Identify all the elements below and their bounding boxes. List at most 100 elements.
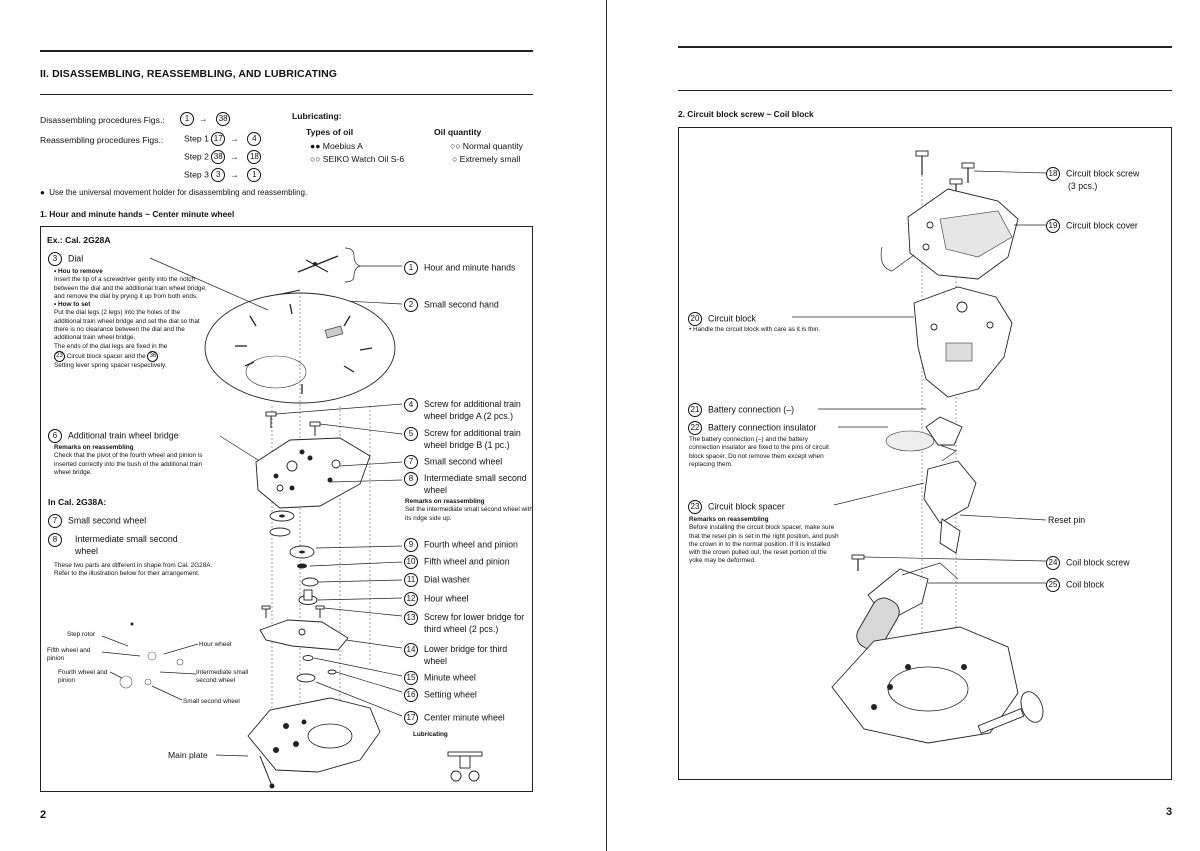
part-num: 4: [404, 398, 418, 412]
part-name: Circuit block screw: [1066, 168, 1140, 179]
bridge-drawing: [219, 435, 403, 509]
reassembling-step1: Step 1 17 → 4: [184, 132, 262, 146]
part-name: Minute wheel: [424, 672, 476, 683]
gutter-line: [606, 0, 607, 851]
qty-small: ○ Extremely small: [452, 153, 520, 165]
inset-sketch: [101, 622, 199, 701]
dial-drawing: [149, 257, 396, 404]
part-num: 11: [404, 573, 418, 587]
part-name: Dial washer: [424, 574, 470, 585]
part-num: 20: [688, 312, 702, 326]
lubricating-symbol: [447, 751, 483, 782]
circuit-spacer-drawing: [833, 460, 1047, 554]
label-dial-washer: 11 Dial washer: [404, 573, 470, 587]
label-2g38a-small-second: 7 Small second wheel: [48, 514, 146, 528]
part-num: 3: [48, 252, 62, 266]
part-name: Coil block screw: [1066, 557, 1130, 568]
part-name: Circuit block spacer: [708, 501, 785, 512]
part-num: 1: [404, 261, 418, 275]
exploded-diagram-right: [792, 150, 1047, 744]
main-plate-drawing: [215, 697, 381, 789]
qty-name: Extremely small: [459, 154, 521, 164]
qty-normal-icon: ○○: [450, 141, 461, 151]
p22-note: The battery connection (–) and the batte…: [689, 436, 829, 468]
disassembling-steps: 1 → 38: [180, 112, 231, 126]
part-num: 19: [1046, 219, 1060, 233]
inset-small-second: Small second wheel: [183, 698, 240, 705]
step-label: Step 2: [184, 151, 209, 162]
part-name: Center minute wheel: [424, 712, 505, 723]
p20-note: • Handle the circuit block with care as …: [689, 326, 821, 333]
step-num: 38: [211, 150, 226, 164]
note-text: Set the intermediate small second wheel …: [405, 506, 533, 522]
title-rule-right: [678, 90, 1172, 91]
label-reset-pin: Reset pin: [1048, 515, 1086, 525]
note-text: Insert the tip of a screwdriver gently i…: [54, 276, 207, 300]
page-number-left: 2: [40, 809, 47, 821]
part-num: 17: [404, 711, 418, 725]
part-num: 8: [48, 533, 62, 547]
part-num: 7: [48, 514, 62, 528]
figure-frame-right: [678, 127, 1172, 780]
oil-seiko: ○○ SEIKO Watch Oil S-6: [310, 153, 404, 165]
figure-frame-left: [40, 226, 533, 792]
circuit-screws-drawing: [915, 150, 1047, 201]
label-screw-lower-bridge-text: Screw for lower bridge for third wheel (…: [424, 612, 525, 634]
note-text: Check that the pivot of the fourth wheel…: [54, 452, 203, 476]
note-text: Before installing the circuit block spac…: [689, 524, 839, 565]
subsection-title-1: 1. Hour and minute hands ~ Center minute…: [40, 209, 235, 219]
note-heading: Remarks on reassembling: [54, 444, 134, 451]
inset-hour-wheel: Hour wheel: [199, 641, 232, 648]
part-name: Circuit block: [708, 313, 756, 324]
part-name: Battery connection (–): [708, 404, 795, 415]
label-screw-b: 5: [404, 427, 424, 441]
cal-2g38a-title: In Cal. 2G38A:: [48, 497, 107, 507]
top-rule-right: [678, 46, 1172, 48]
oil-name: SEIKO Watch Oil S-6: [322, 154, 405, 164]
title-rule: [40, 94, 533, 95]
main-plate-label: Main plate: [168, 750, 208, 760]
label-screw-b-text: Screw for additional train wheel bridge …: [424, 428, 521, 450]
part-name: Coil block: [1066, 579, 1105, 590]
bullet-note-text: Use the universal movement holder for di…: [49, 188, 308, 197]
part-name: Hour and minute hands: [424, 262, 516, 273]
label-circuit-block-screw-qty: (3 pcs.): [1068, 181, 1098, 191]
note-text: Put the dial legs (2 legs) into the hole…: [54, 309, 200, 342]
inset-fourth-wheel: Fourth wheel and pinion: [58, 669, 108, 685]
part-num: 9: [404, 538, 418, 552]
part-num: 14: [404, 643, 418, 657]
part-num: 2: [404, 298, 418, 312]
circuit-block-drawing: [792, 286, 1013, 398]
r8-remark: Remarks on reassembling Set the intermed…: [405, 498, 533, 523]
disassembling-label: Disassembling procedures Figs.:: [40, 115, 165, 125]
label-dial: 3 Dial: [48, 252, 83, 266]
reassembling-step3: Step 3 3 → 1: [184, 168, 262, 182]
diff-note: These two parts are different in shape f…: [54, 562, 213, 578]
battery-connection-drawing: [818, 408, 963, 462]
page-number-right: 3: [1166, 806, 1173, 818]
part-name: Dial: [68, 253, 84, 264]
part-name: Hour wheel: [424, 593, 469, 604]
step-num: 17: [211, 132, 226, 146]
p23-remark: Remarks on reassembling Before installin…: [689, 516, 841, 566]
part-name: Small second wheel: [68, 515, 147, 526]
section-title: II. DISASSEMBLING, REASSEMBLING, AND LUB…: [40, 68, 338, 80]
step-num: 1: [247, 168, 262, 182]
dial-notes: • Hou to remove Insert the tip of a scre…: [54, 268, 208, 370]
step-num: 4: [247, 132, 262, 146]
lubricating-small-label: Lubricating: [413, 731, 448, 738]
label-intermediate-small-second: 8: [404, 472, 424, 486]
arrow: →: [230, 169, 239, 180]
note-heading: Remarks on reassembling: [405, 498, 485, 505]
arrow: →: [230, 151, 239, 162]
reassembling-step2: Step 2 38 → 18: [184, 150, 262, 164]
note-text: The ends of the dial legs are fixed in t…: [54, 342, 168, 350]
arrow: →: [230, 133, 239, 144]
